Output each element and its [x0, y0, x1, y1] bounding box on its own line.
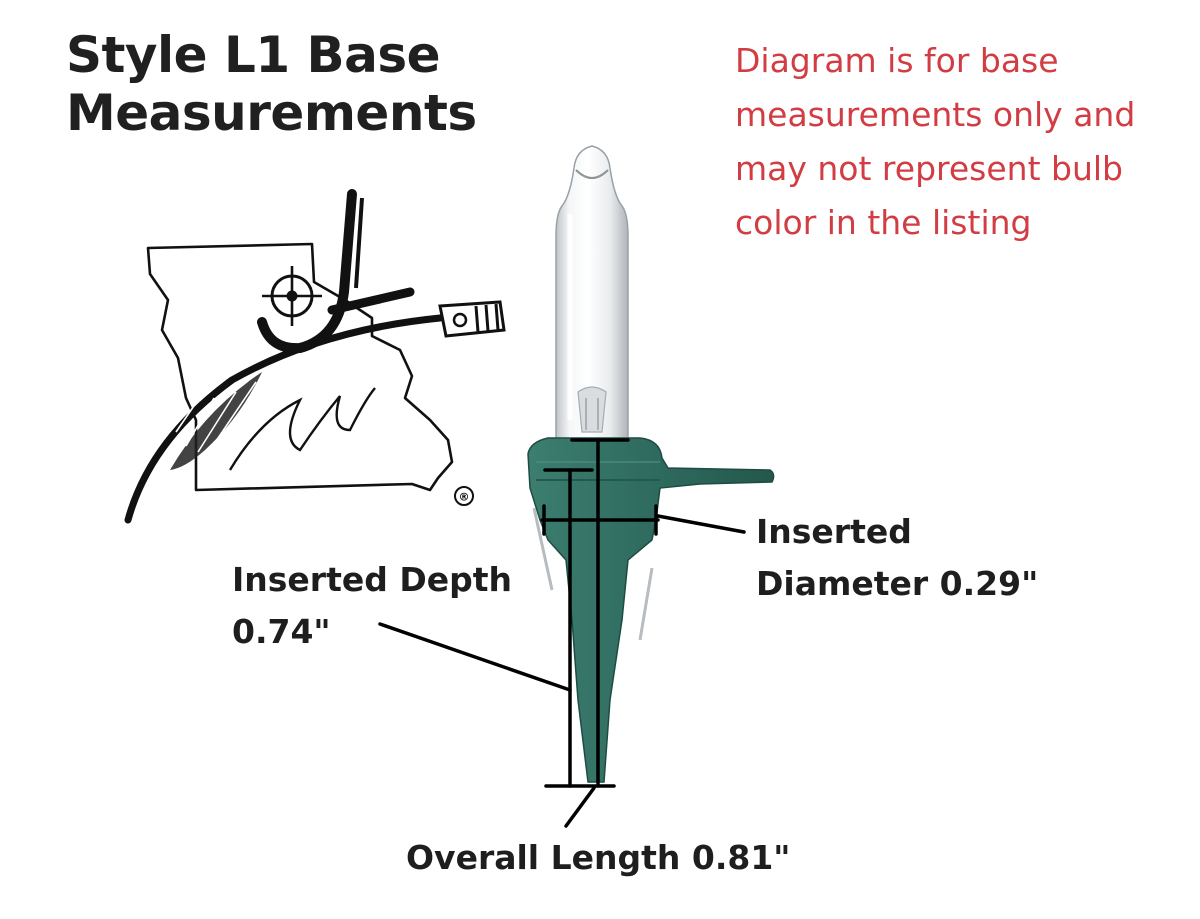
page-title: Style L1 Base Measurements: [66, 26, 477, 142]
depth-leader: [378, 622, 572, 692]
overall-length-label-text: Overall Length 0.81": [406, 838, 791, 877]
lead-wire-left: [532, 507, 554, 591]
disclaimer-note: Diagram is for base measurements only an…: [735, 34, 1175, 250]
registered-mark-circle: [454, 486, 474, 506]
length-leader: [564, 786, 596, 828]
missouri-outline: [146, 242, 454, 492]
disclaimer-line-4: color in the listing: [735, 203, 1032, 242]
inserted-diameter-label-line-2: Diameter 0.29": [756, 564, 1039, 603]
bulb-base: [527, 437, 775, 783]
dimension-lines: [378, 438, 746, 828]
inserted-depth-label: Inserted Depth 0.74": [232, 554, 512, 658]
bulb-glass: [555, 145, 629, 441]
company-logo: ®: [124, 189, 506, 524]
logo-quill: [124, 314, 444, 524]
title-line-1: Style L1 Base: [66, 26, 441, 84]
inserted-depth-label-line-2: 0.74": [232, 612, 331, 651]
inserted-diameter-label: Inserted Diameter 0.29": [756, 506, 1038, 610]
inserted-diameter-label-line-1: Inserted: [756, 512, 912, 551]
logo-cartridge: [438, 300, 506, 338]
disclaimer-line-3: may not represent bulb: [735, 149, 1123, 188]
logo-j-letter: [257, 189, 357, 354]
inserted-depth-label-line-1: Inserted Depth: [232, 560, 513, 599]
registered-mark: ®: [459, 491, 470, 504]
disclaimer-line-1: Diagram is for base: [735, 41, 1059, 80]
crosshair-icon: [262, 266, 322, 326]
bulb: [527, 145, 775, 783]
title-line-2: Measurements: [66, 84, 477, 142]
overall-length-label: Overall Length 0.81": [406, 832, 791, 884]
logo-script-lettering: [228, 387, 376, 471]
diameter-leader: [656, 514, 746, 534]
disclaimer-line-2: measurements only and: [735, 95, 1136, 134]
lead-wire-right: [638, 567, 654, 641]
